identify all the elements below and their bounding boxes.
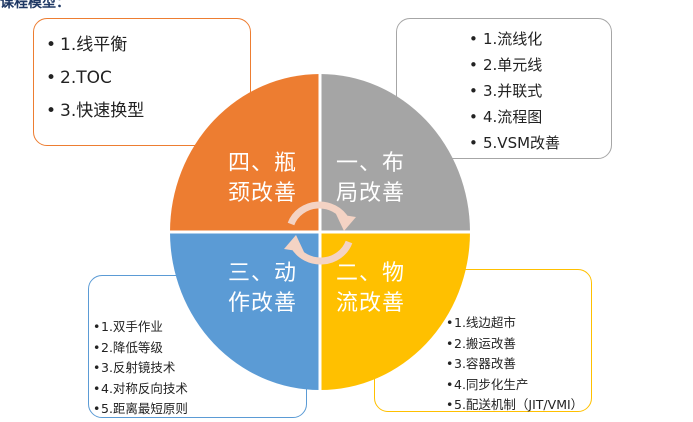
list-item: 1.线边超市	[446, 313, 591, 334]
list-item: 1.线平衡	[46, 29, 250, 62]
list-item: 4.流程图	[469, 104, 611, 130]
quadrant-bottom-left	[170, 232, 320, 390]
list-item: 5.配送机制（JIT/VMI）	[446, 395, 591, 416]
cycle-arrow-top-icon	[287, 201, 350, 226]
quadrant-label-logistics: 二、物 流改善	[336, 261, 406, 316]
list-item: 3.反射镜技术	[93, 358, 306, 379]
list-item: 3.并联式	[469, 78, 611, 104]
cycle-arrowhead-bottom-icon	[284, 235, 304, 252]
quadrant-top-left	[170, 74, 320, 232]
quadrant-bottom-right	[320, 232, 470, 390]
list-item: 1.双手作业	[93, 317, 306, 338]
list-item: 2.降低等级	[93, 338, 306, 359]
page-title: 课程模型：	[0, 0, 70, 11]
quadrant-top-right	[320, 74, 470, 232]
list-item: 2.TOC	[46, 62, 250, 95]
quadrant-label-layout: 一、布 局改善	[336, 151, 406, 206]
list-item: 5.VSM改善	[469, 130, 611, 156]
list-item: 1.流线化	[469, 26, 611, 52]
list-item: 5.距离最短原则	[93, 399, 306, 420]
list-item: 3.快速换型	[46, 95, 250, 128]
quadrant-label-bottleneck: 四、瓶 颈改善	[228, 151, 298, 206]
list-item: 3.容器改善	[446, 354, 591, 375]
list-item: 4.同步化生产	[446, 375, 591, 396]
list-item: 2.搬运改善	[446, 334, 591, 355]
cycle-arrow-bottom-icon	[290, 240, 353, 265]
cycle-arrowhead-top-icon	[336, 214, 356, 231]
list-item: 4.对称反向技术	[93, 379, 306, 400]
layout-improvement-list-box: 1.流线化 2.单元线 3.并联式 4.流程图 5.VSM改善	[396, 18, 612, 159]
list-item: 2.单元线	[469, 52, 611, 78]
quadrant-label-motion: 三、动 作改善	[228, 261, 298, 316]
